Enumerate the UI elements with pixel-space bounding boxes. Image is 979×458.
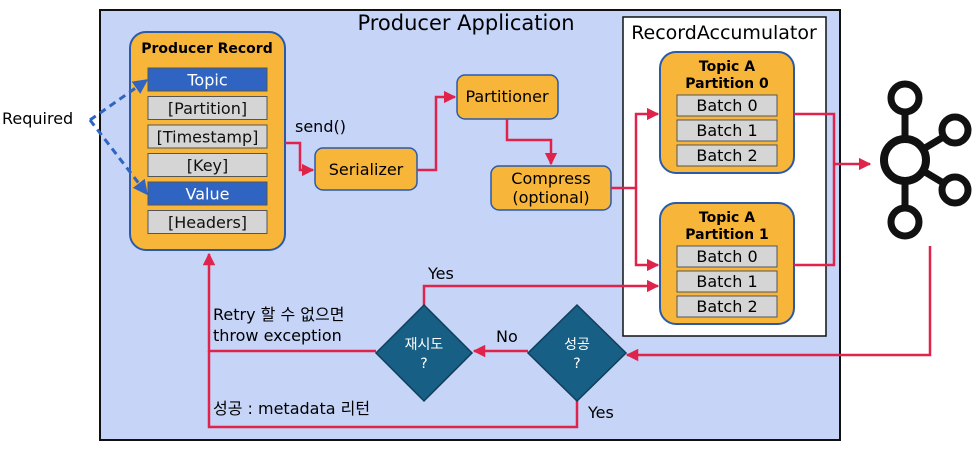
compress-to-partition-1-arrow	[634, 188, 660, 272]
success-return-label: 성공 : metadata 리턴	[213, 399, 370, 418]
compress-optional-label: (optional)	[512, 188, 589, 207]
record-field-box	[147, 96, 268, 120]
broker-response-arrow	[625, 246, 932, 362]
batch-label: Batch 1	[696, 121, 757, 140]
yes-retry-label: Yes	[427, 264, 454, 283]
no-label: No	[496, 327, 518, 346]
application-title: Producer Application	[357, 11, 574, 35]
throw-exception-label: throw exception	[213, 326, 342, 345]
batch-label: Batch 2	[696, 146, 757, 165]
success-decision	[526, 303, 628, 403]
partition-0-to-broker-line	[794, 112, 836, 164]
record-field-label: Value	[186, 185, 230, 204]
retry-fail-label: Retry 할 수 없으면	[213, 305, 344, 324]
producer-record-title: Producer Record	[141, 41, 272, 57]
accumulator-title: RecordAccumulator	[631, 22, 817, 44]
record-field-box	[147, 153, 268, 177]
record-field-label: [Timestamp]	[157, 128, 259, 147]
partition-1-name: Partition 1	[685, 227, 768, 243]
batch-label: Batch 0	[696, 247, 757, 266]
partition-0-name: Partition 0	[685, 76, 769, 92]
success-decision-mark: ?	[573, 356, 580, 372]
partitioner-label: Partitioner	[465, 87, 549, 106]
send-label: send()	[295, 117, 346, 136]
partitioner-to-compress-arrow	[505, 119, 558, 166]
retry-decision-label: 재시도	[405, 337, 444, 353]
batch-label: Batch 1	[696, 272, 757, 291]
compress-to-partition-0-arrow	[611, 107, 660, 190]
retry-decision-mark: ?	[420, 356, 427, 372]
partition-1-topic: Topic A	[699, 210, 755, 226]
success-return-line	[207, 351, 579, 429]
retry-decision	[374, 303, 474, 403]
batch-box	[676, 119, 778, 142]
batch-box	[676, 245, 778, 268]
record-field-label: [Partition]	[168, 99, 247, 118]
record-field-box	[147, 124, 268, 149]
compress-label: Compress	[511, 169, 590, 188]
record-field-label: [Headers]	[168, 213, 247, 232]
required-arrow-value	[88, 119, 149, 196]
record-field-label: [Key]	[187, 156, 229, 175]
kafka-logo-icon	[880, 80, 972, 240]
record-field-box	[147, 210, 268, 234]
serializer-label: Serializer	[329, 160, 404, 179]
batch-label: Batch 0	[696, 96, 757, 115]
partition-0-topic: Topic A	[699, 59, 755, 75]
success-decision-label: 성공	[564, 337, 590, 353]
batch-box	[676, 144, 778, 167]
batch-box	[676, 94, 778, 117]
yes-success-label: Yes	[587, 403, 614, 422]
batch-box	[676, 295, 778, 318]
batch-box	[676, 270, 778, 293]
record-field-label: Topic	[186, 71, 227, 90]
batch-label: Batch 2	[696, 297, 757, 316]
serializer-to-partitioner-arrow	[417, 90, 457, 172]
send-arrow	[285, 141, 315, 177]
retry-yes-arrow	[422, 279, 660, 306]
partition-1-to-broker-line	[794, 164, 836, 267]
required-label: Required	[2, 109, 73, 128]
record-field-box	[147, 181, 268, 206]
